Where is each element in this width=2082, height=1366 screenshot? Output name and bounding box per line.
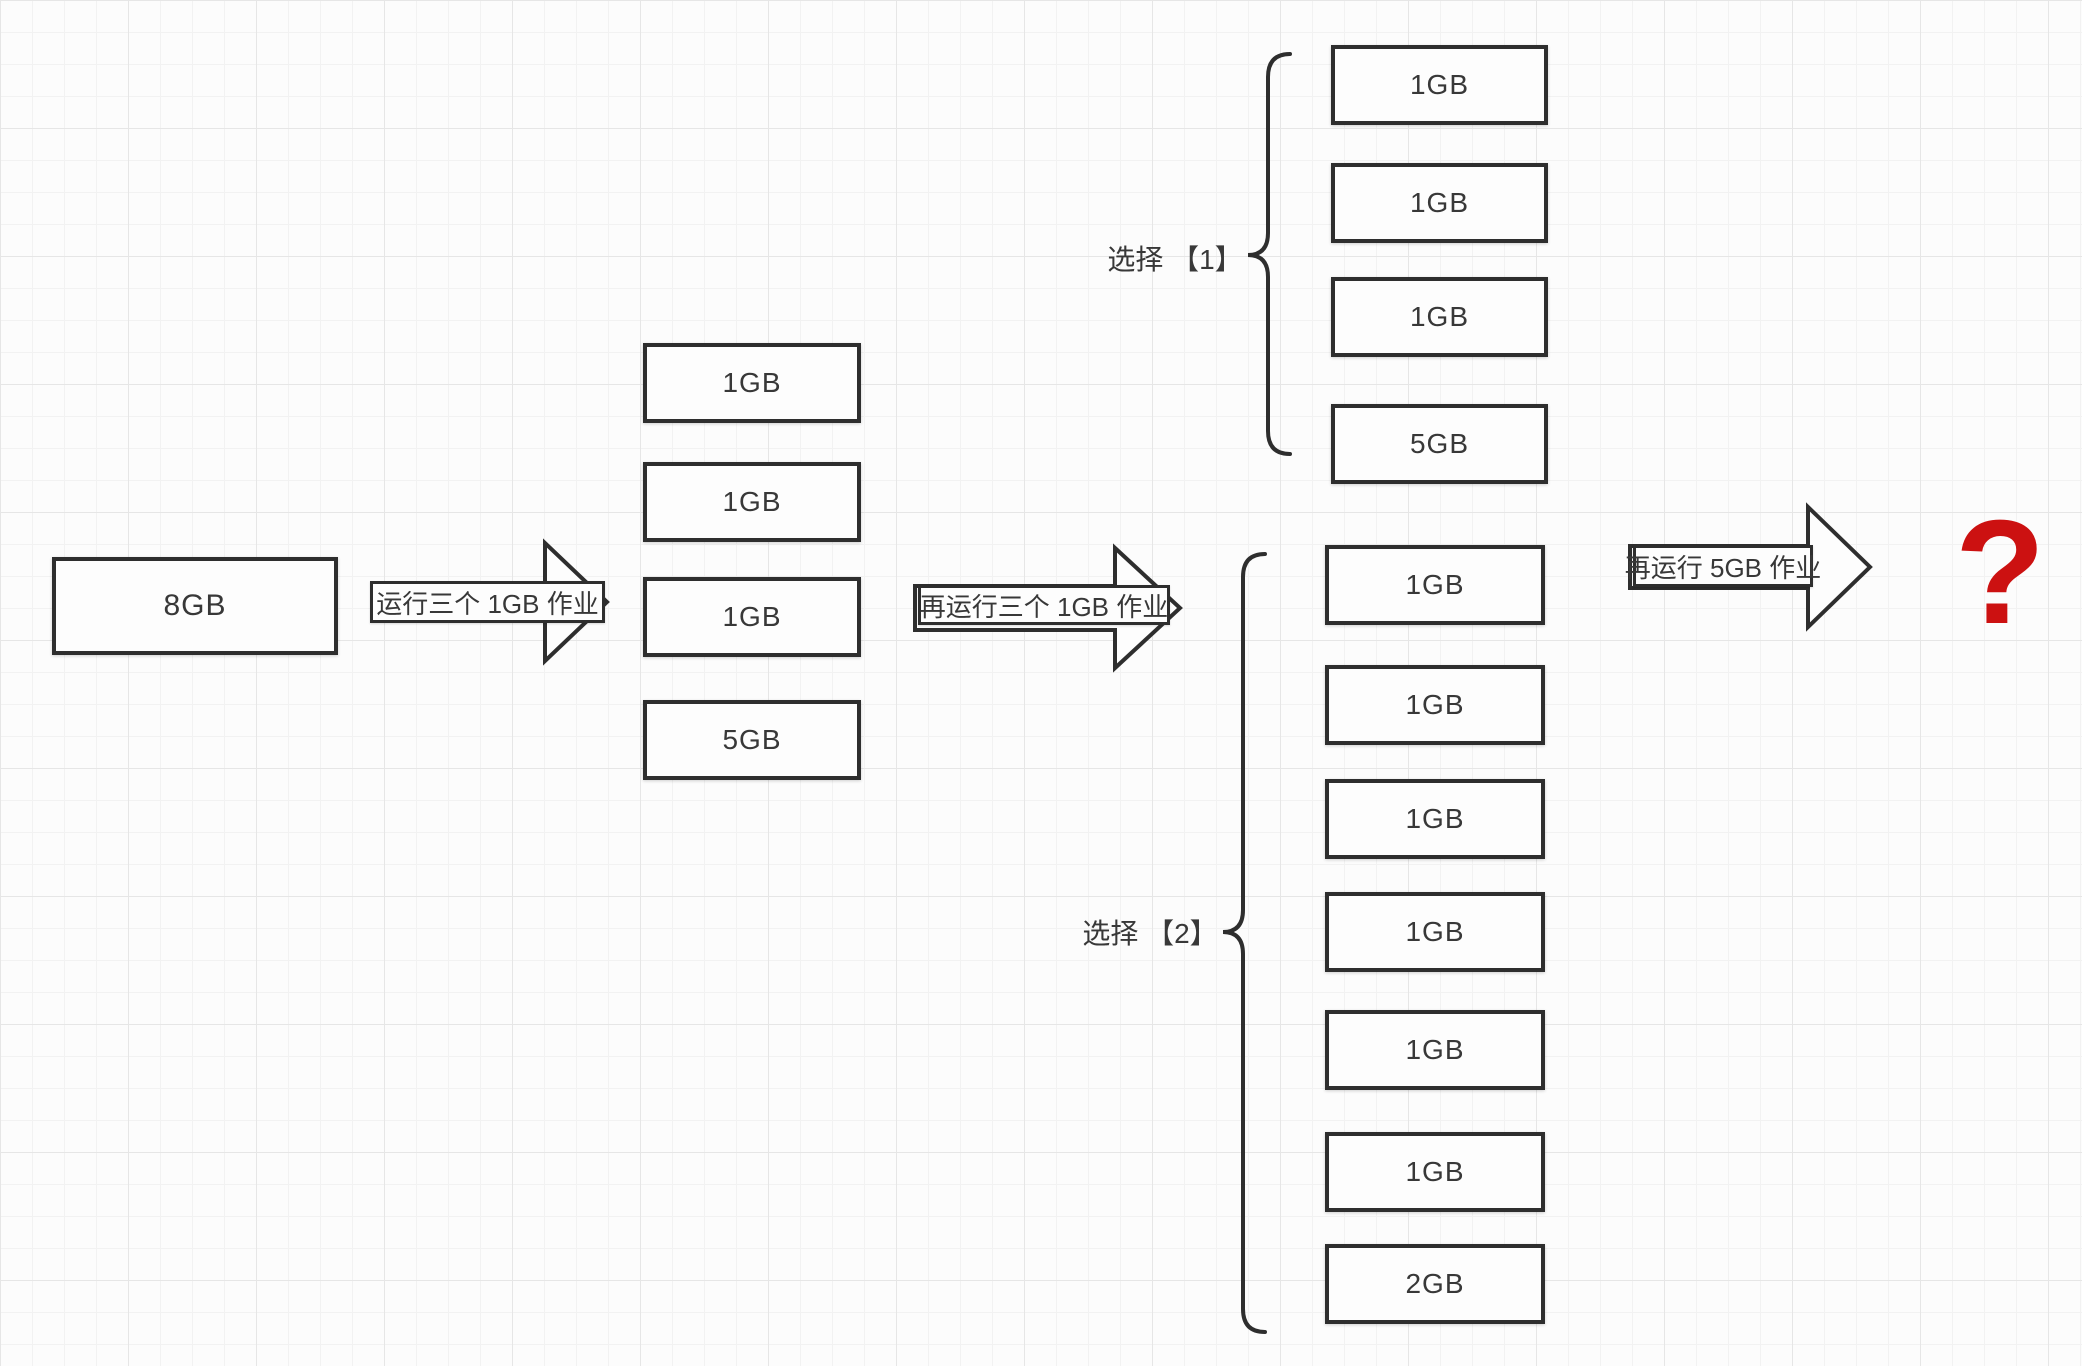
memory-block: 1GB (643, 343, 861, 423)
memory-block-label: 1GB (1409, 187, 1470, 218)
question-mark: ? (1945, 490, 2055, 655)
memory-block: 1GB (643, 577, 861, 657)
arrow-label-text: 再运行 5GB 作业 (1624, 552, 1822, 583)
curly-brace-icon (1222, 552, 1267, 1334)
choice-1-label: 选择 【1】 (1107, 240, 1243, 276)
curly-brace-icon (1247, 52, 1292, 456)
memory-block-label: 1GB (1409, 69, 1470, 100)
memory-block-label: 1GB (722, 601, 782, 632)
arrow-label-text: 再运行三个 1GB 作业 (919, 591, 1169, 622)
memory-block-label: 8GB (163, 589, 227, 622)
memory-block-label: 2GB (1405, 1268, 1465, 1299)
memory-block: 5GB (643, 700, 861, 780)
memory-block: 5GB (1331, 404, 1548, 484)
memory-block-label: 1GB (722, 367, 782, 398)
memory-block-label: 1GB (1405, 1156, 1465, 1187)
memory-block: 1GB (1331, 163, 1548, 243)
memory-block-label: 1GB (1405, 689, 1465, 720)
memory-block: 1GB (1325, 892, 1545, 972)
memory-block-label: 1GB (1405, 916, 1465, 947)
memory-block-label: 1GB (1409, 301, 1470, 332)
arrow-label-run-three-more-1gb: 再运行三个 1GB 作业 (918, 585, 1170, 625)
memory-block-8gb: 8GB (52, 557, 338, 655)
choice-label-text: 选择 【2】 (1082, 918, 1218, 949)
memory-block: 1GB (1331, 45, 1548, 125)
choice-label-text: 选择 【1】 (1107, 244, 1243, 275)
memory-block-label: 5GB (1409, 428, 1470, 459)
memory-block: 1GB (1325, 665, 1545, 745)
arrow-label-text: 运行三个 1GB 作业 (376, 588, 599, 619)
memory-block-label: 1GB (1405, 1034, 1465, 1065)
memory-block: 2GB (1325, 1244, 1545, 1324)
memory-block: 1GB (1325, 545, 1545, 625)
memory-block: 1GB (643, 462, 861, 542)
memory-block: 1GB (1331, 277, 1548, 357)
memory-block-label: 1GB (1405, 569, 1465, 600)
memory-block: 1GB (1325, 1010, 1545, 1090)
arrow-label-run-5gb: 再运行 5GB 作业 (1625, 545, 1821, 587)
memory-block-label: 1GB (722, 486, 782, 517)
arrow-label-run-three-1gb: 运行三个 1GB 作业 (370, 581, 605, 623)
memory-block-label: 5GB (722, 724, 782, 755)
memory-block: 1GB (1325, 779, 1545, 859)
memory-block-label: 1GB (1405, 803, 1465, 834)
choice-2-label: 选择 【2】 (1082, 914, 1218, 950)
memory-block: 1GB (1325, 1132, 1545, 1212)
question-mark-glyph: ? (1954, 490, 2046, 655)
